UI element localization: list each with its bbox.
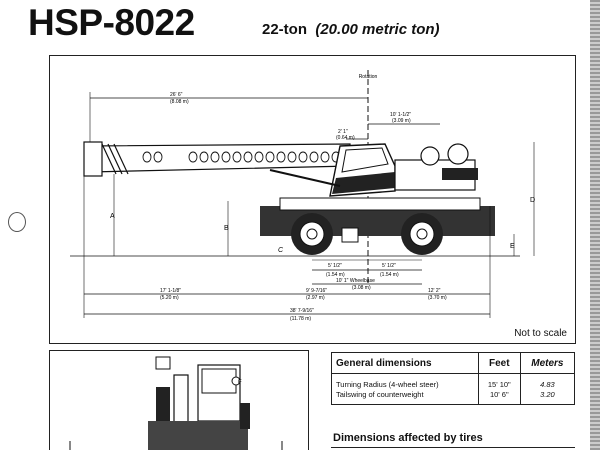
capacity-label: 22-ton (20.00 metric ton) [262, 21, 440, 38]
table-header-row: General dimensions Feet Meters [331, 352, 576, 374]
row-label-turning-radius: Turning Radius (4-wheel steer) [336, 380, 439, 389]
side-view-drawing: Rotation 26' 6" (8.08 m) 10' 1-1/2" (3.0… [70, 70, 535, 322]
header-meters: Meters [519, 352, 576, 374]
front-letter-f: F [238, 380, 242, 386]
dim-mid: 9' 9-7/16" [306, 288, 327, 294]
dim-letter-c: C [278, 247, 284, 254]
value-turning-radius-feet: 15' 10" [487, 380, 511, 389]
dim-mid-m: (2.97 m) [306, 295, 325, 301]
dim-overall-length-m: (11.78 m) [290, 316, 311, 322]
row-meter-values: 4.83 3.20 [519, 373, 576, 405]
header-feet: Feet [477, 352, 521, 374]
dim-letter-b: B [224, 225, 229, 232]
dim-letter-a: A [110, 213, 115, 220]
dim-letter-d: D [530, 197, 535, 204]
dim-rear-axle: 5' 1/2" [382, 263, 396, 269]
dim-cab-offset-m: (0.64 m) [336, 135, 355, 141]
dim-boom-length: 26' 6" [170, 92, 183, 98]
value-tailswing-feet: 10' 6" [489, 390, 509, 399]
dim-rear-axle-m: (1.54 m) [380, 272, 399, 278]
dim-rear-section-m: (3.70 m) [428, 295, 447, 301]
dim-front-axle-m: (1.54 m) [326, 272, 345, 278]
capacity-tons: 22-ton [262, 21, 307, 38]
model-title: HSP-8022 [28, 2, 195, 43]
dim-letter-e: E [510, 243, 515, 250]
row-labels: Turning Radius (4-wheel steer) Tailswing… [331, 373, 479, 405]
dim-front-overhang: 17' 1-1/8" [160, 288, 181, 294]
capacity-metric: (20.00 metric ton) [315, 21, 440, 38]
tires-table-rule [331, 447, 575, 451]
dim-tail: 10' 1-1/2" [390, 112, 411, 118]
front-view-drawing: F [69, 356, 283, 450]
dim-wheelbase-m: (3.08 m) [352, 285, 371, 291]
value-tailswing-meters: 3.20 [540, 390, 555, 399]
general-dimensions-table: General dimensions Feet Meters Turning R… [331, 352, 576, 405]
value-turning-radius-meters: 4.83 [540, 380, 555, 389]
dim-front-axle: 5' 1/2" [328, 263, 342, 269]
not-to-scale-note: Not to scale [514, 328, 567, 339]
table-row: Turning Radius (4-wheel steer) Tailswing… [331, 373, 576, 405]
page-edge [590, 0, 600, 450]
side-view-panel: Rotation 26' 6" (8.08 m) 10' 1-1/2" (3.0… [49, 55, 576, 344]
dim-rear-section: 12' 2" [428, 288, 441, 294]
row-label-tailswing: Tailswing of counterweight [336, 390, 424, 399]
dim-front-overhang-m: (5.20 m) [160, 295, 179, 301]
row-feet-values: 15' 10" 10' 6" [477, 373, 521, 405]
front-view-panel: F [49, 350, 309, 450]
tires-heading: Dimensions affected by tires [333, 432, 483, 444]
dim-overall-length: 38' 7-9/16" [290, 308, 314, 314]
dim-cab-offset: 2' 1" [338, 129, 348, 135]
header-general-dimensions: General dimensions [331, 352, 479, 374]
dim-boom-length-m: (8.08 m) [170, 99, 189, 105]
binder-hole [8, 212, 26, 232]
dim-tail-m: (3.09 m) [392, 118, 411, 124]
dim-wheelbase: 10' 1" Wheelbase [336, 278, 375, 284]
rotation-label: Rotation [359, 74, 378, 80]
